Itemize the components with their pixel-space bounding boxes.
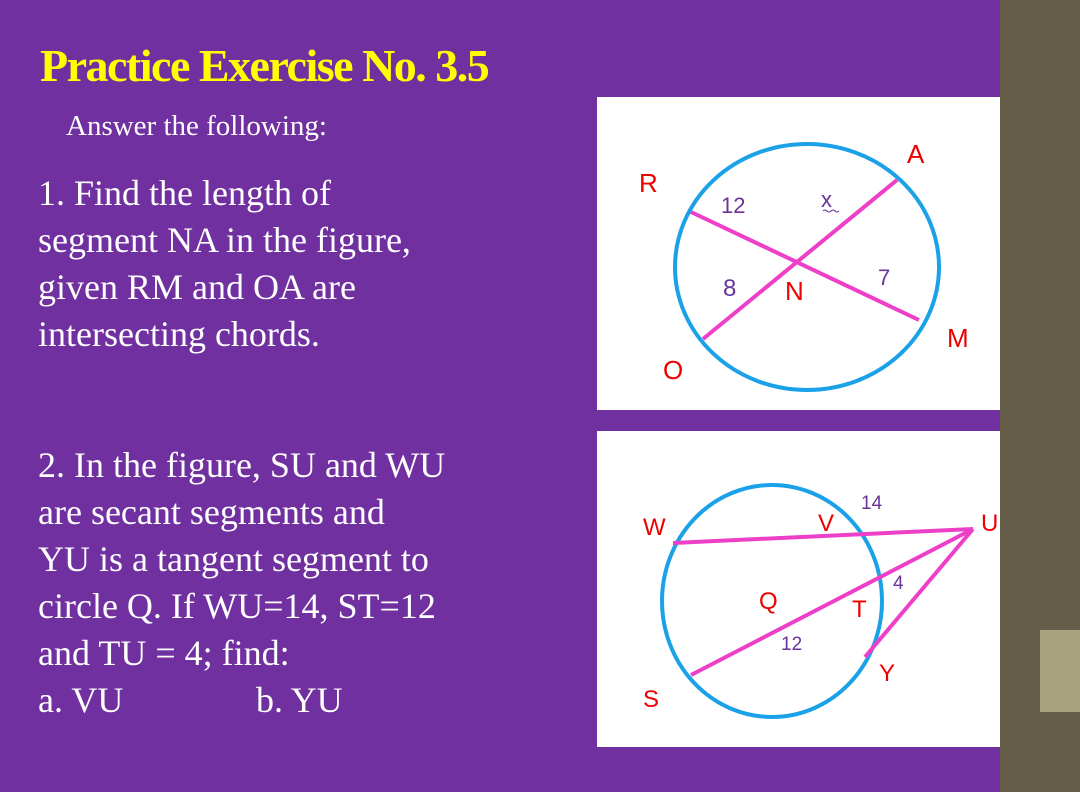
label-on: 8 [723,275,736,302]
question-2-line: YU is a tangent segment to [38,539,429,579]
slide: Practice Exercise No. 3.5 Answer the fol… [38,40,1041,747]
point-o: O [663,355,683,385]
tangent-yu [863,527,975,659]
question-2-line: 2. In the figure, SU and WU [38,445,446,485]
chord-rm [690,210,920,322]
question-2: 2. In the figure, SU and WU are secant s… [38,442,598,724]
label-vu: 14 [861,493,883,514]
question-1-line: given RM and OA are [38,267,356,307]
figure-secants-tangent: W V U Q T S Y 14 4 12 [597,431,1041,747]
part-b: b. YU [256,680,343,720]
point-m: M [947,323,969,353]
label-na: x [821,187,832,212]
point-q: Q [759,588,778,615]
chords-diagram: R A M O N 12 x 8 7 [639,139,969,392]
point-w: W [643,514,666,541]
part-a: a. VU [38,680,124,720]
secant-wu [672,527,974,545]
question-2-line: and TU = 4; find: [38,633,290,673]
label-tu: 4 [893,573,904,594]
secant-tangent-diagram: W V U Q T S Y 14 4 12 [643,483,998,719]
slide-subtitle: Answer the following: [66,110,327,142]
circle-q [660,483,884,719]
slide-title: Practice Exercise No. 3.5 [40,40,490,91]
label-rn: 12 [721,193,745,218]
question-2-line: circle Q. If WU=14, ST=12 [38,586,436,626]
label-nm: 7 [878,265,890,290]
point-v: V [818,510,834,537]
point-s: S [643,686,659,713]
chord-oa [701,178,899,341]
point-y: Y [879,660,895,687]
question-1-line: segment NA in the figure, [38,220,411,260]
point-t: T [852,596,867,623]
point-n: N [785,276,804,306]
secant-su [690,527,974,677]
label-st: 12 [781,634,802,655]
decorative-sidebar [1000,0,1080,792]
question-1: 1. Find the length of segment NA in the … [38,170,598,358]
point-u: U [981,510,998,537]
wavy-underline [822,209,840,213]
circle [673,142,941,392]
sidebar-accent-block [1040,630,1080,712]
question-1-line: 1. Find the length of [38,173,331,213]
question-2-parts: a. VU b. YU [38,677,598,724]
question-1-line: intersecting chords. [38,314,320,354]
point-a: A [907,139,925,169]
point-r: R [639,168,658,198]
question-2-line: are secant segments and [38,492,385,532]
figure-intersecting-chords: R A M O N 12 x 8 7 [597,97,1038,410]
